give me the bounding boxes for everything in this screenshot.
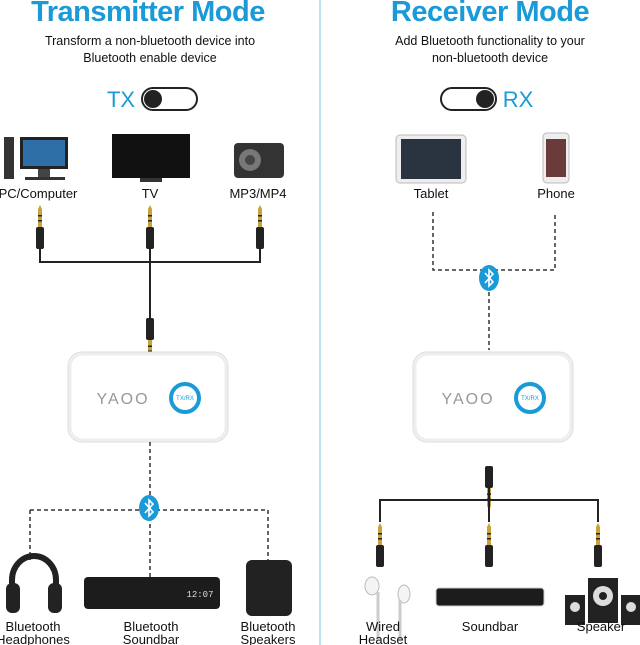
tv-icon [112, 134, 190, 182]
tx-toggle[interactable] [141, 87, 198, 111]
subtitle-line: non-bluetooth device [431, 51, 549, 65]
receiver-title: Receiver Mode [390, 0, 590, 28]
subtitle-line: Bluetooth enable device [83, 51, 217, 65]
source-label: MP3/MP4 [229, 186, 287, 201]
mode-button[interactable] [514, 382, 546, 414]
subtitle-line: Add Bluetooth functionality to your [395, 34, 585, 48]
earphones-icon [364, 576, 411, 640]
subtitle-line: Transform a non-bluetooth device into [44, 34, 256, 48]
output-label-line: Headset [358, 632, 408, 645]
tx-label: TX [106, 87, 136, 112]
transmitter-title: Transmitter Mode [31, 0, 265, 28]
output-label-line: Bluetooth [5, 619, 61, 634]
rx-label: RX [502, 87, 534, 112]
output-label: Soundbar [462, 620, 518, 633]
soundbar-display: 12:07 [186, 590, 213, 600]
output-label-line: Soundbar [461, 619, 519, 634]
transmitter-subtitle: Transform a non-bluetooth device into Bl… [45, 33, 255, 67]
output-label-line: Speaker [576, 619, 626, 634]
source-label: Phone [537, 186, 575, 201]
output-label-line: Bluetooth [240, 619, 296, 634]
mode-button-label: TX/RX [521, 396, 539, 402]
jack-icon [256, 205, 264, 249]
desktop-computer-icon [4, 137, 68, 180]
output-label: Speaker [577, 620, 625, 633]
jack-icon [376, 523, 384, 567]
jack-icon [146, 205, 154, 249]
output-label-line: Bluetooth [123, 619, 179, 634]
mode-button[interactable] [169, 382, 201, 414]
jack-icon [594, 523, 602, 567]
rx-audio-cable [379, 488, 599, 522]
output-label-line: Speakers [240, 632, 296, 645]
output-label-line: Soundbar [122, 632, 180, 645]
source-label: PC/Computer [0, 186, 78, 201]
mp3-player-icon [234, 143, 284, 178]
jack-icon [485, 523, 493, 567]
phone-icon [542, 132, 570, 184]
device-logo: YAOO [96, 391, 149, 408]
tablet-icon [395, 134, 467, 184]
source-label: TV [141, 186, 159, 201]
device-logo: YAOO [441, 391, 494, 408]
source-label: Tablet [413, 186, 449, 201]
soundbar-icon [435, 587, 545, 607]
headphones-icon [6, 553, 62, 613]
rx-toggle[interactable] [440, 87, 497, 111]
output-label-line: Wired [366, 619, 400, 634]
jack-icon [36, 205, 44, 249]
speaker-icon [246, 560, 292, 616]
soundbar-icon: 12:07 [84, 577, 220, 609]
receiver-subtitle: Add Bluetooth functionality to your non-… [395, 33, 585, 67]
bluetooth-icon [138, 494, 160, 522]
output-label-line: Headphones [0, 632, 70, 645]
rx-adapter-device: YAOO TX/RX [412, 351, 574, 443]
speaker-system-icon [565, 578, 640, 625]
tx-adapter-device: YAOO TX/RX [67, 351, 229, 443]
mode-button-label: TX/RX [176, 396, 194, 402]
bluetooth-icon [478, 264, 500, 292]
